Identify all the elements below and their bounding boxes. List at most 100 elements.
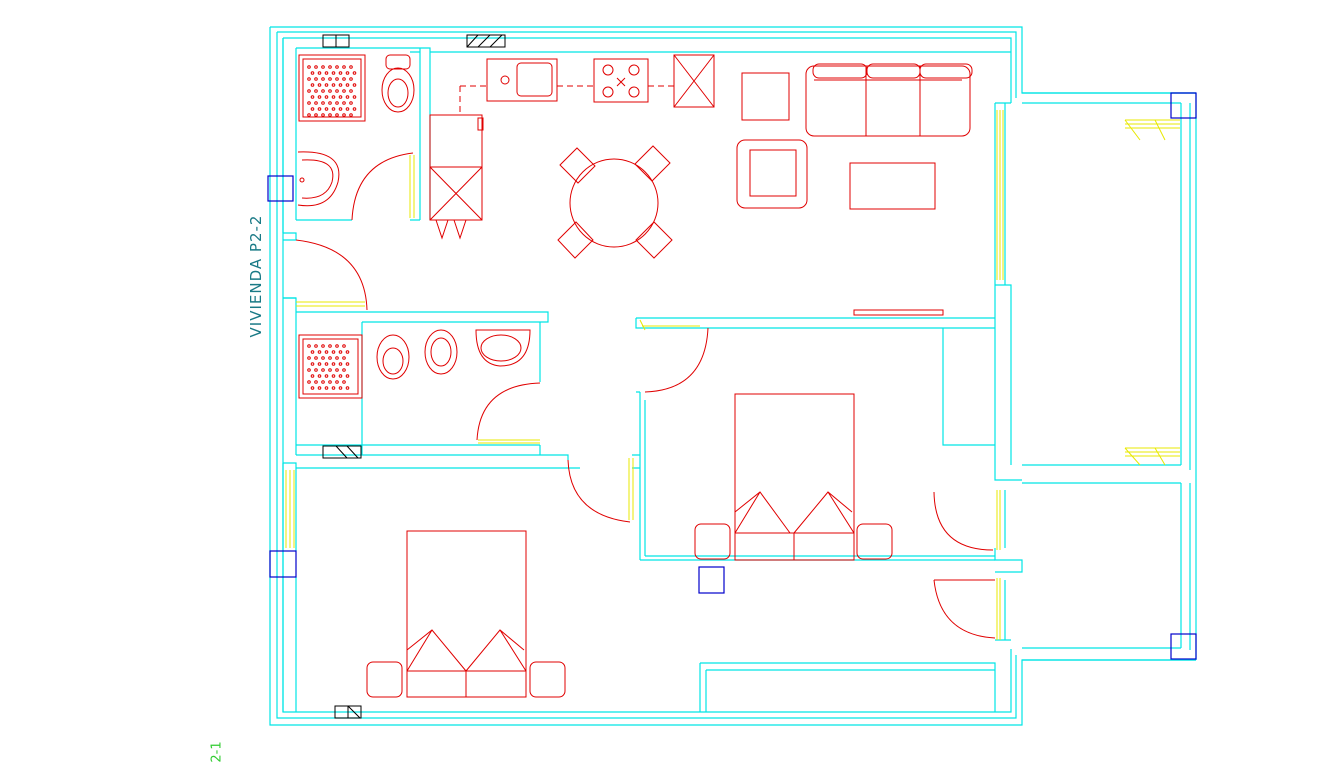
structural-column-icon <box>269 550 297 578</box>
shower-dot <box>317 95 322 99</box>
windows <box>285 110 1180 640</box>
shower-dot <box>331 83 336 87</box>
shower-dot <box>310 350 315 354</box>
oven-icon <box>429 114 484 240</box>
shower-dot <box>310 71 315 75</box>
shower-dot <box>310 107 315 111</box>
sofa-icon <box>805 63 973 137</box>
shower-dot <box>307 368 311 372</box>
shower-dot <box>328 89 332 93</box>
shower-dot <box>335 368 339 372</box>
nightstand-icon <box>366 661 403 698</box>
window-bedroom-1 <box>285 470 295 548</box>
ventilation-duct-icon <box>334 705 362 719</box>
coffee-table-icon <box>849 162 936 210</box>
shower-dot <box>307 380 311 384</box>
shower-dot <box>321 101 325 105</box>
shower-dot <box>331 362 336 366</box>
shower-dot <box>345 95 350 99</box>
shower-dot <box>310 386 315 390</box>
shower-tray-icon <box>298 54 366 122</box>
shower-dot <box>314 344 318 348</box>
shower-dot <box>317 386 322 390</box>
shower-dot <box>317 350 322 354</box>
shower-dot <box>328 356 332 360</box>
cooktop-icon <box>593 58 649 103</box>
shower-dot <box>314 77 318 81</box>
shower-dot <box>324 350 329 354</box>
shower-dot <box>349 101 353 105</box>
closet-2-wall <box>699 662 996 712</box>
shower-dot <box>345 71 350 75</box>
shower-dot <box>352 107 357 111</box>
window-entry <box>296 301 365 307</box>
structural-column-icon <box>267 175 294 202</box>
armchair-icon <box>736 139 808 209</box>
ventilation-duct-icon <box>322 445 362 459</box>
shower-dot <box>314 65 318 69</box>
shower-dot <box>342 89 346 93</box>
ventilation-duct-icon <box>466 34 506 48</box>
window-hall <box>628 458 634 520</box>
shower-dot <box>328 368 332 372</box>
closet-wall <box>942 328 995 446</box>
shower-dot <box>349 89 353 93</box>
shower-dot <box>335 89 339 93</box>
shower-dot <box>342 368 346 372</box>
shower-dot <box>342 356 346 360</box>
shower-tray-icon <box>298 334 363 399</box>
shower-dot <box>338 71 343 75</box>
shower-dot <box>345 83 350 87</box>
shower-dot <box>331 350 336 354</box>
shower-dot <box>328 101 332 105</box>
shower-dot <box>317 362 322 366</box>
round-dining-table-icon <box>569 158 659 248</box>
ventilation-ducts <box>322 34 506 719</box>
window-kitchen-door <box>409 155 415 218</box>
shower-dot <box>307 89 311 93</box>
shower-dot <box>310 374 315 378</box>
shower-dot <box>314 356 318 360</box>
shower-dot <box>310 83 315 87</box>
kitchen-counter-line <box>459 85 674 115</box>
shower-dot <box>317 374 322 378</box>
shower-dot <box>314 368 318 372</box>
shower-dot <box>324 374 329 378</box>
shower-dot <box>314 380 318 384</box>
shower-dot <box>352 95 357 99</box>
shower-dot <box>324 362 329 366</box>
shower-dot <box>335 101 339 105</box>
double-bed-icon <box>406 530 527 698</box>
shower-dot <box>321 380 325 384</box>
shower-dot <box>328 380 332 384</box>
side-table-icon <box>741 72 790 121</box>
nightstand-icon <box>694 523 731 560</box>
shower-dot <box>321 89 325 93</box>
shower-dot <box>338 362 343 366</box>
shower-dot <box>314 113 318 117</box>
shower-dot <box>342 101 346 105</box>
terrace-rail <box>1022 92 1197 661</box>
bathroom-2-wall <box>283 297 569 460</box>
shower-dot <box>335 65 339 69</box>
corner-label: 2-1 <box>209 741 225 763</box>
shower-dot <box>338 386 343 390</box>
shower-dot <box>310 95 315 99</box>
shower-dot <box>328 113 332 117</box>
shower-dot <box>321 356 325 360</box>
door-swing-icon <box>295 152 996 639</box>
kitchen-sink-icon <box>486 58 558 102</box>
structural-column-icon <box>698 566 725 594</box>
shower-dot <box>342 65 346 69</box>
nightstand-icon <box>529 661 566 698</box>
bathroom-1-wall <box>282 38 431 240</box>
shower-dot <box>352 71 357 75</box>
shower-dot <box>338 374 343 378</box>
toilet-icon <box>381 54 415 113</box>
exterior-wall-outer <box>269 26 1196 726</box>
shower-dot <box>321 113 325 117</box>
shower-dot <box>317 107 322 111</box>
window-bedroom-2 <box>996 490 1001 550</box>
shower-dot <box>324 107 329 111</box>
